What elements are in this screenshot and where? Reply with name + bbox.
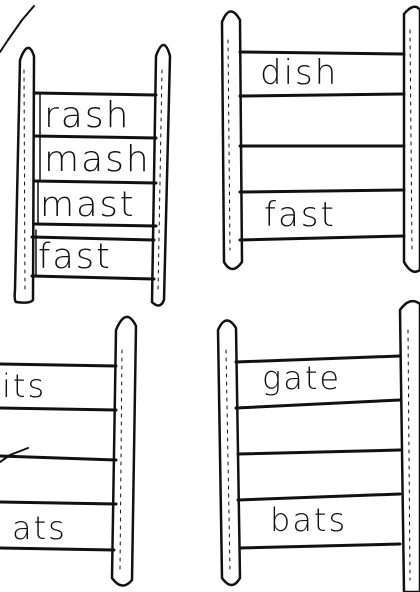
ladder-rung <box>238 494 400 500</box>
ladder-rung <box>34 181 156 183</box>
ladder-top-left-rung-2: mash <box>44 142 151 178</box>
ladder-rail-left <box>218 320 240 585</box>
ladder-rung <box>0 408 116 410</box>
ladder-rail-left <box>222 11 242 269</box>
ladder-bottom-right-rung-4: bats <box>270 504 347 536</box>
ladder-bottom-right-rung-1: gate <box>262 362 341 394</box>
ladder-rail-right <box>152 45 170 306</box>
ladder-top-left-rung-4: fast <box>38 240 112 275</box>
ladder-bottom-left-rung-1: its <box>2 370 46 402</box>
ladder-rung <box>0 364 116 366</box>
ladder-rung <box>240 94 404 96</box>
ladder-rung <box>240 190 404 192</box>
ladder-rung <box>236 400 400 408</box>
ladder-rung <box>240 544 400 548</box>
ladder-bottom-right <box>218 301 420 592</box>
ladder-top-left-rung-3: mast <box>40 188 136 223</box>
ladder-rung <box>34 136 156 138</box>
ladder-rung <box>0 502 116 504</box>
ladder-rung <box>0 456 116 460</box>
ladder-bottom-left-rung-4: ats <box>12 512 67 544</box>
ladder-rung <box>240 236 404 240</box>
ladder-rung <box>238 450 400 454</box>
corner-scribble <box>0 6 34 52</box>
ladder-top-right-rung-1: dish <box>260 56 338 90</box>
ladder-rung <box>0 548 114 550</box>
ladder-top-right-rung-4: fast <box>264 198 336 232</box>
ladder-top-left-rung-1: rash <box>44 98 130 134</box>
ladder-rail-right <box>112 317 136 586</box>
